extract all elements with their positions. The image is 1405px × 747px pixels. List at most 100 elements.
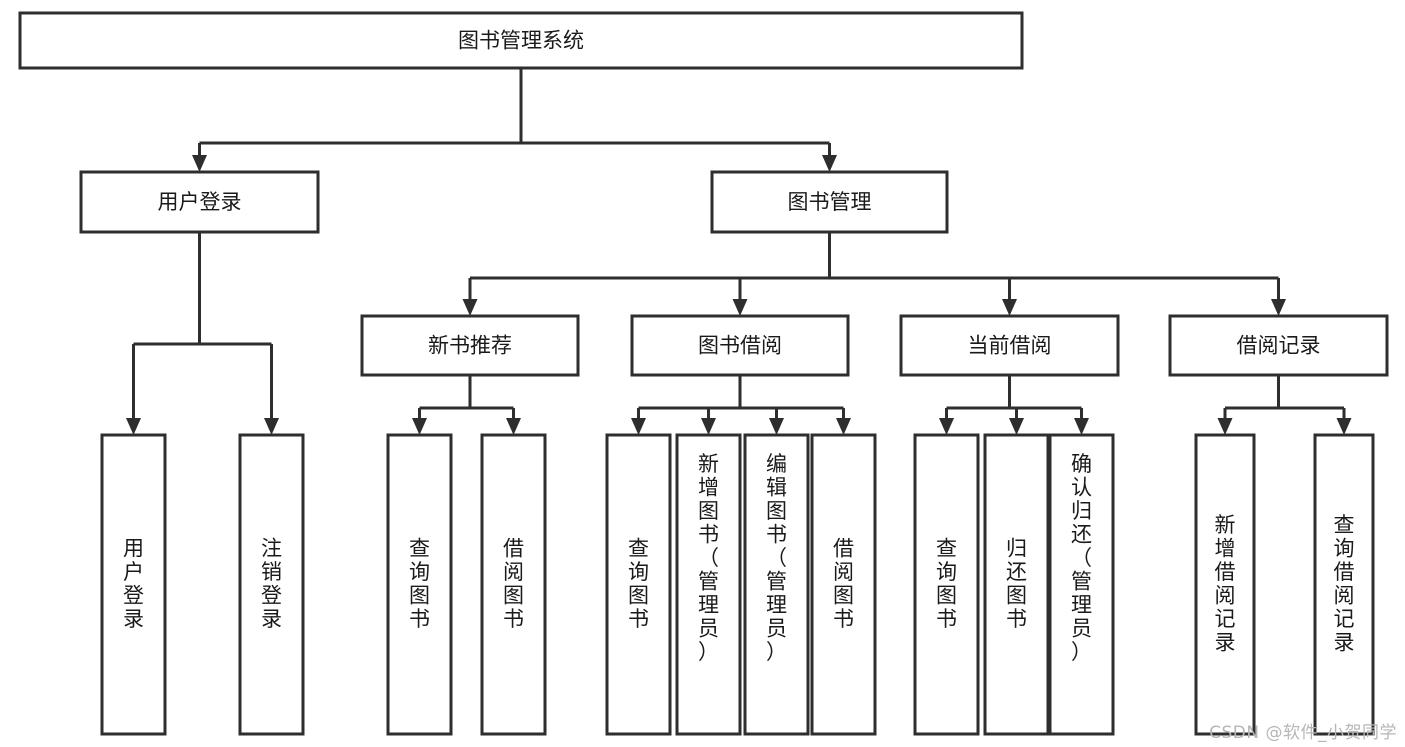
- node-label-char: 增: [698, 475, 719, 499]
- edge-arrowhead: [1002, 299, 1017, 316]
- node-label-char: 借: [833, 536, 854, 560]
- edge-arrowhead: [732, 299, 748, 316]
- node-box: [100, 433, 167, 736]
- node-label-char: 员: [698, 616, 719, 640]
- node-n-book-borrow[interactable]: 图书借阅: [630, 314, 850, 377]
- node-label-char: 登: [123, 583, 144, 607]
- node-n-book-mgmt[interactable]: 图书管理: [710, 170, 949, 234]
- edge-arrowhead: [192, 155, 207, 172]
- node-label-char: 阅: [1215, 583, 1236, 607]
- edge-arrowhead: [701, 418, 716, 435]
- node-leaf-query-book-2[interactable]: 查询图书: [605, 433, 672, 736]
- node-label-char: 记: [1334, 607, 1355, 631]
- node-label-char: 新: [1215, 513, 1236, 537]
- node-label: 图书借阅: [698, 334, 782, 358]
- watermark-label: CSDN @软件_小贺同学: [1209, 723, 1397, 743]
- node-box: [360, 314, 580, 377]
- edge-arrowhead: [1074, 418, 1089, 435]
- node-box: [386, 433, 453, 736]
- node-label-char: 书: [409, 607, 430, 631]
- node-label: 借阅图书: [833, 536, 854, 631]
- node-label-char: 确: [1071, 452, 1092, 476]
- edge-arrowhead: [822, 155, 837, 172]
- node-leaf-query-book-3[interactable]: 查询图书: [913, 433, 980, 736]
- node-label-char: （: [766, 546, 787, 570]
- node-leaf-edit-book[interactable]: 编辑图书（管理员）: [743, 433, 810, 736]
- node-label-char: 借: [1334, 560, 1355, 584]
- node-label: 新增借阅记录: [1215, 513, 1236, 655]
- node-leaf-query-book-1[interactable]: 查询图书: [386, 433, 453, 736]
- node-n-new-book-rec[interactable]: 新书推荐: [360, 314, 580, 377]
- node-label-char: 查: [936, 536, 957, 560]
- edge-arrowhead: [939, 418, 954, 435]
- node-label-char: 书: [766, 522, 787, 546]
- node-box: [743, 433, 810, 736]
- node-label-char: 管: [766, 569, 787, 593]
- node-label-char: 录: [1215, 630, 1236, 654]
- node-n-borrow-record[interactable]: 借阅记录: [1168, 314, 1389, 377]
- node-leaf-add-record[interactable]: 新增借阅记录: [1194, 433, 1256, 736]
- node-leaf-return-book[interactable]: 归还图书: [983, 433, 1050, 736]
- node-label-char: 户: [123, 560, 144, 584]
- node-label: 归还图书: [1006, 536, 1027, 631]
- node-root[interactable]: 图书管理系统: [18, 11, 1024, 70]
- node-label-char: 认: [1071, 475, 1092, 499]
- node-label-char: 图: [628, 583, 649, 607]
- node-label-char: 增: [1215, 536, 1236, 560]
- node-label-char: 书: [1006, 607, 1027, 631]
- node-label-char: 管: [1071, 569, 1092, 593]
- edge-arrowhead: [1009, 418, 1024, 435]
- node-label-char: 理: [1071, 593, 1092, 617]
- node-leaf-confirm-return[interactable]: 确认归还（管理员）: [1048, 433, 1115, 736]
- edge-arrowhead: [264, 418, 279, 435]
- node-label: 注销登录: [261, 536, 282, 631]
- node-label-char: 借: [503, 536, 524, 560]
- edge-arrowhead: [126, 418, 141, 435]
- node-leaf-borrow-book-2[interactable]: 借阅图书: [810, 433, 877, 736]
- node-label-char: 录: [123, 607, 144, 631]
- node-label-char: 查: [1334, 513, 1355, 537]
- node-label-char: 图: [409, 583, 430, 607]
- node-label: 用户登录: [123, 536, 144, 631]
- node-label: 当前借阅: [968, 334, 1052, 358]
- node-label-char: ）: [1071, 640, 1092, 664]
- node-label-char: ）: [698, 640, 719, 664]
- node-label: 借阅记录: [1237, 334, 1321, 358]
- node-leaf-borrow-book-1[interactable]: 借阅图书: [480, 433, 547, 736]
- node-label-char: 图: [833, 583, 854, 607]
- node-label-char: 阅: [1334, 583, 1355, 607]
- node-label: 确认归还（管理员）: [1071, 452, 1092, 664]
- node-label-char: 图: [936, 583, 957, 607]
- node-n-user-login[interactable]: 用户登录: [79, 170, 320, 234]
- node-label-char: 询: [628, 560, 649, 584]
- node-leaf-add-book[interactable]: 新增图书（管理员）: [675, 433, 742, 736]
- node-label-char: 还: [1071, 522, 1092, 546]
- node-box: [913, 433, 980, 736]
- edge-layer: [126, 68, 1352, 435]
- node-label-char: 图: [1006, 583, 1027, 607]
- node-label-char: 销: [261, 560, 282, 584]
- node-label-char: 还: [1006, 560, 1027, 584]
- node-label-char: 图: [503, 583, 524, 607]
- edge-arrowhead: [412, 418, 427, 435]
- node-label-char: 借: [1215, 560, 1236, 584]
- node-n-current-borrow[interactable]: 当前借阅: [899, 314, 1120, 377]
- node-label-char: 询: [1334, 536, 1355, 560]
- node-label-char: 书: [936, 607, 957, 631]
- node-label: 编辑图书（管理员）: [766, 452, 787, 664]
- node-leaf-query-record[interactable]: 查询借阅记录: [1313, 433, 1375, 736]
- node-label-char: 询: [936, 560, 957, 584]
- node-label-char: 图: [698, 499, 719, 523]
- edge-arrowhead: [836, 418, 851, 435]
- edge-arrowhead: [631, 418, 646, 435]
- node-leaf-logout[interactable]: 注销登录: [238, 433, 305, 736]
- node-label-char: 理: [698, 593, 719, 617]
- node-leaf-user-login[interactable]: 用户登录: [100, 433, 167, 736]
- node-box: [899, 314, 1120, 377]
- edge-arrowhead: [769, 418, 784, 435]
- node-box: [18, 11, 1024, 70]
- node-label-char: 询: [409, 560, 430, 584]
- node-label: 用户登录: [158, 190, 242, 214]
